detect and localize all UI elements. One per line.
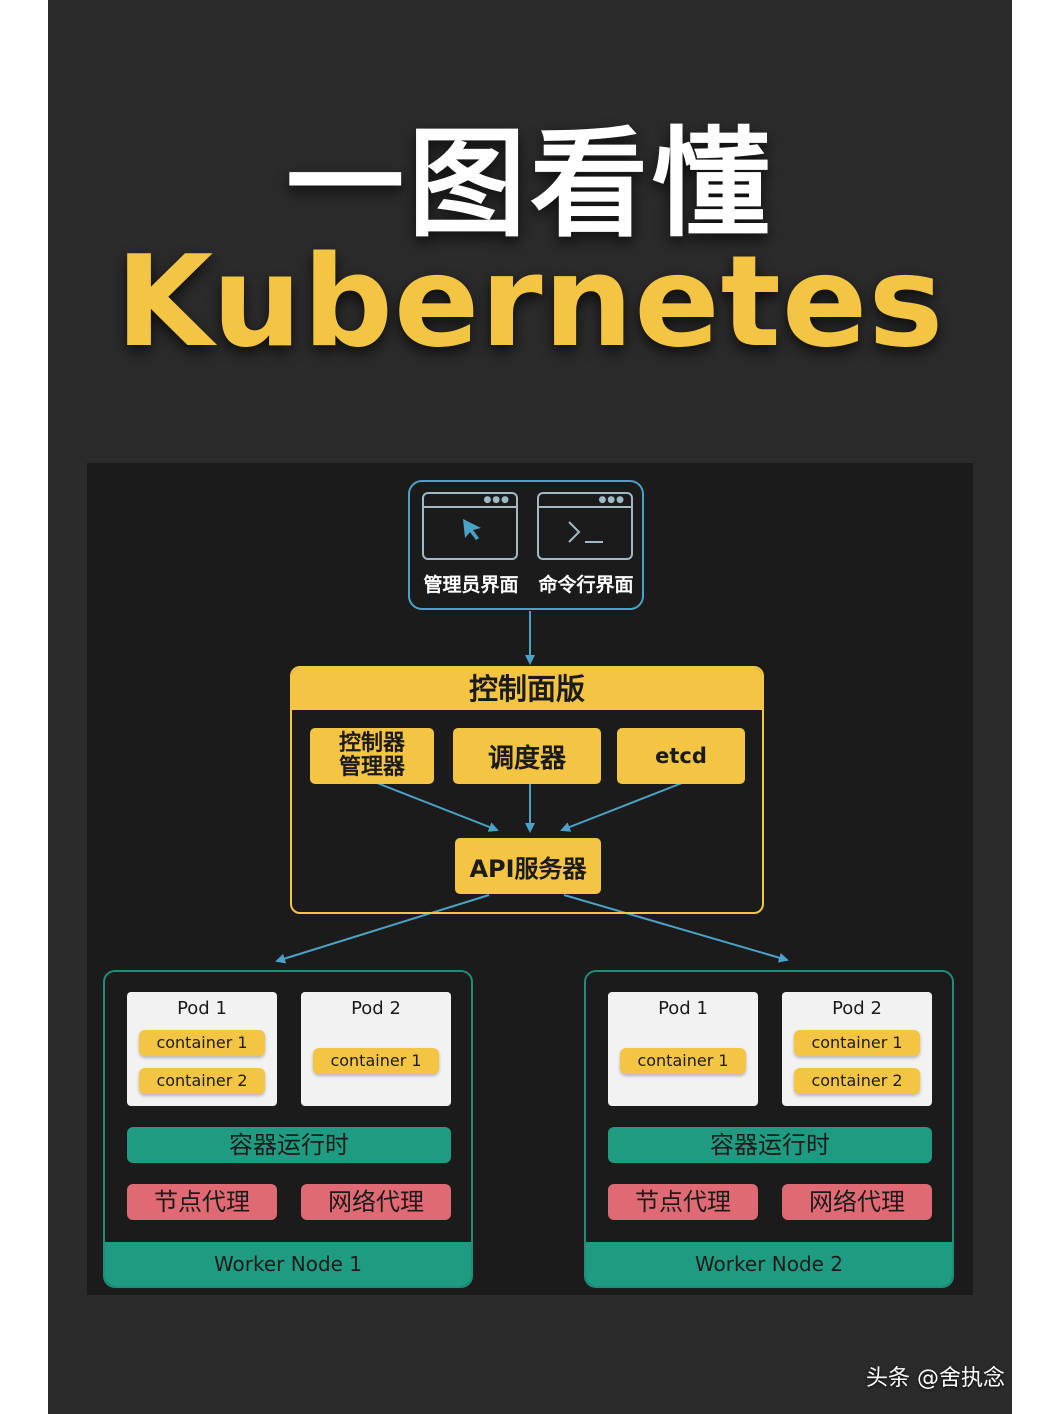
container-runtime: 容器运行时 <box>608 1127 932 1163</box>
container-chip: container 1 <box>620 1048 746 1074</box>
title-chinese: 一图看懂 <box>285 115 774 253</box>
container-chip: container 1 <box>794 1030 920 1056</box>
pod-title: Pod 2 <box>832 998 882 1019</box>
worker-node-1: Pod 1 container 1 container 2 Pod 2 cont… <box>103 970 473 1288</box>
watermark: 头条 @舍执念 <box>866 1366 1005 1391</box>
admin-ui-window: ●●● <box>422 492 518 560</box>
arrow-api-to-node1 <box>275 894 490 964</box>
pod-title: Pod 1 <box>658 998 708 1019</box>
arrow-controller-to-api <box>376 782 499 832</box>
container-chip: container 1 <box>313 1048 439 1074</box>
arrow-api-to-node2 <box>563 894 789 963</box>
worker-node-name: Worker Node 2 <box>586 1242 952 1286</box>
pod-title: Pod 2 <box>351 998 401 1019</box>
network-proxy: 网络代理 <box>301 1184 451 1220</box>
container-chip: container 2 <box>139 1068 265 1094</box>
scheduler-box: 调度器 <box>453 728 601 784</box>
arrows-layer <box>275 611 789 964</box>
terminal-prompt-icon <box>568 521 603 543</box>
container-runtime: 容器运行时 <box>127 1127 451 1163</box>
control-plane-frame: 控制面版 控制器 管理器 调度器 etcd API服务器 <box>290 666 764 914</box>
etcd-box: etcd <box>617 728 745 784</box>
node-agent: 节点代理 <box>127 1184 277 1220</box>
node1-pod2: Pod 2 container 1 <box>301 992 451 1106</box>
node2-pod2: Pod 2 container 1 container 2 <box>782 992 932 1106</box>
user-interfaces-frame: ●●● ●●● 管理员界面 命令行界面 <box>408 480 644 610</box>
container-chip: container 2 <box>794 1068 920 1094</box>
controller-manager-line2: 管理器 <box>338 755 405 780</box>
pod-title: Pod 1 <box>177 998 227 1019</box>
worker-node-name: Worker Node 1 <box>105 1242 471 1286</box>
cursor-arrow-icon <box>463 519 481 540</box>
cli-window: ●●● <box>537 492 633 560</box>
node1-pod1: Pod 1 container 1 container 2 <box>127 992 277 1106</box>
control-plane-title: 控制面版 <box>292 668 762 710</box>
arrow-etcd-to-api <box>560 782 683 832</box>
node-agent: 节点代理 <box>608 1184 758 1220</box>
api-server-box: API服务器 <box>455 838 601 894</box>
cli-label: 命令行界面 <box>538 574 634 596</box>
architecture-diagram: ●●● ●●● 管理员界面 命令行界面 控制面版 控制器 管理器 调度器 etc… <box>87 463 973 1295</box>
title-kubernetes: Kubernetes <box>115 228 945 375</box>
network-proxy: 网络代理 <box>782 1184 932 1220</box>
container-chip: container 1 <box>139 1030 265 1056</box>
worker-node-2: Pod 1 container 1 Pod 2 container 1 cont… <box>584 970 954 1288</box>
admin-ui-label: 管理员界面 <box>423 574 519 596</box>
node2-pod1: Pod 1 container 1 <box>608 992 758 1106</box>
controller-manager-line1: 控制器 <box>338 731 405 756</box>
controller-manager-box: 控制器 管理器 <box>310 728 434 784</box>
